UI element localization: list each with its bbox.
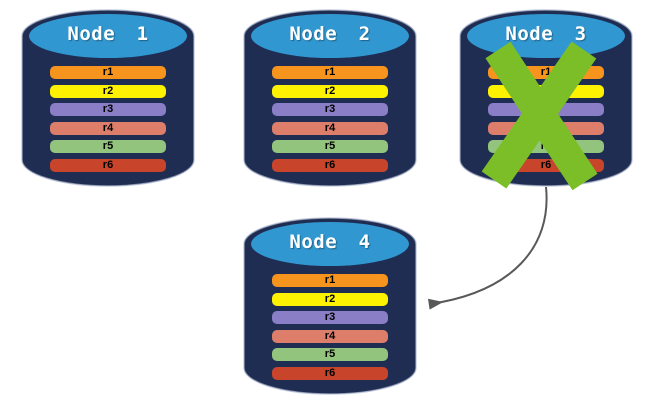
row-list: r1 r2 r3 r4 r5 r6 [50, 66, 166, 172]
row-r4: r4 [272, 329, 388, 343]
row-r6: r6 [50, 158, 166, 172]
row-r3: r3 [50, 103, 166, 116]
node-title: Node 4 [289, 231, 371, 253]
row-list: r1 r2 r3 r4 r5 r6 [272, 66, 388, 172]
row-r3: r3 [272, 103, 388, 116]
row-r1: r1 [488, 66, 604, 79]
node-2: Node 2 r1 r2 r3 r4 r5 r6 [242, 6, 418, 190]
node-title: Node 1 [67, 23, 149, 45]
node-3: Node 3 r1 r2 r3 r4 r5 r6 [458, 6, 634, 190]
node-1: Node 1 r1 r2 r3 r4 r5 r6 [20, 6, 196, 190]
row-r2: r2 [488, 84, 604, 98]
row-r1: r1 [50, 66, 166, 79]
node-4: Node 4 r1 r2 r3 r4 r5 r6 [242, 214, 418, 398]
node-title: Node 3 [505, 23, 587, 45]
row-r6: r6 [488, 158, 604, 172]
row-r5: r5 [50, 140, 166, 153]
node-title: Node 2 [289, 23, 371, 45]
row-r6: r6 [272, 366, 388, 380]
row-r1: r1 [272, 66, 388, 79]
row-r3: r3 [488, 103, 604, 116]
row-list: r1 r2 r3 r4 r5 r6 [488, 66, 604, 172]
row-r2: r2 [272, 84, 388, 98]
row-r4: r4 [50, 121, 166, 135]
row-r4: r4 [272, 121, 388, 135]
row-r5: r5 [272, 140, 388, 153]
row-r2: r2 [50, 84, 166, 98]
row-r6: r6 [272, 158, 388, 172]
row-r2: r2 [272, 292, 388, 306]
row-r3: r3 [272, 311, 388, 324]
row-r5: r5 [272, 348, 388, 361]
row-r4: r4 [488, 121, 604, 135]
row-r5: r5 [488, 140, 604, 153]
row-r1: r1 [272, 274, 388, 287]
row-list: r1 r2 r3 r4 r5 r6 [272, 274, 388, 380]
